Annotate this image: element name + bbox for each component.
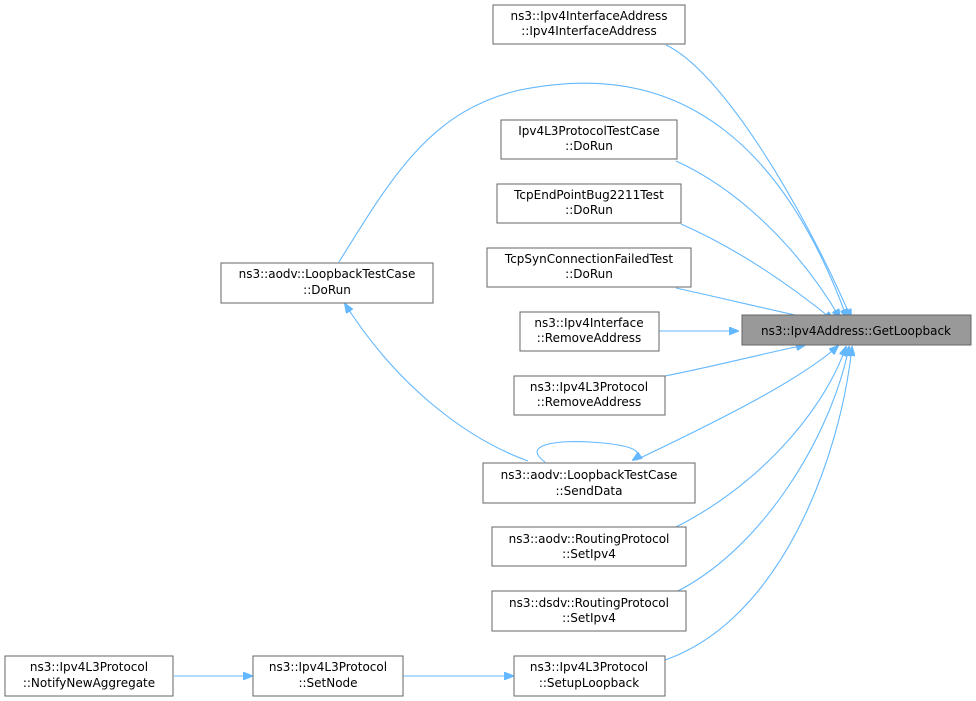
edge-setup-loopback-to-getloopback	[664, 347, 852, 661]
node-getloopback-label: ns3::Ipv4Address::GetLoopback	[761, 324, 951, 338]
node-label-line1: ns3::aodv::LoopbackTestCase	[501, 468, 678, 482]
node-ipv4l3-remove[interactable]: ns3::Ipv4L3Protocol ::RemoveAddress	[513, 375, 666, 416]
node-label-line2: ::SetupLoopback	[539, 676, 639, 690]
node-label-line2: ::RemoveAddress	[537, 331, 642, 345]
node-label-line2: ::DoRun	[565, 203, 613, 217]
edge-ipv4-interface-address-to-getloopback	[665, 44, 851, 318]
edge-aodv-send-data-to-do-run	[345, 304, 529, 462]
node-ipv4l3-set-node[interactable]: ns3::Ipv4L3Protocol ::SetNode	[252, 655, 404, 697]
node-ipv4-interface-address[interactable]: ns3::Ipv4InterfaceAddress ::Ipv4Interfac…	[492, 4, 686, 45]
node-label-line2: ::SetIpv4	[562, 611, 616, 625]
node-label-line1: ns3::dsdv::RoutingProtocol	[509, 596, 669, 610]
node-label-line1: ns3::Ipv4L3Protocol	[530, 380, 648, 394]
edge-tcp-bug-do-run-to-getloopback	[680, 223, 833, 320]
node-label-line2: ::RemoveAddress	[537, 395, 642, 409]
node-label-line1: ns3::Ipv4L3Protocol	[530, 660, 648, 674]
node-label-line1: ns3::aodv::RoutingProtocol	[509, 532, 670, 546]
node-dsdv-set-ipv4[interactable]: ns3::dsdv::RoutingProtocol ::SetIpv4	[491, 590, 687, 632]
node-label-line2: ::DoRun	[303, 283, 351, 297]
node-getloopback[interactable]: ns3::Ipv4Address::GetLoopback	[741, 314, 972, 346]
node-label-line1: TcpEndPointBug2211Test	[513, 188, 664, 202]
node-label-line1: ns3::aodv::LoopbackTestCase	[239, 267, 416, 281]
edge-aodv-send-data-self-loop	[536, 441, 638, 463]
node-aodv-send-data[interactable]: ns3::aodv::LoopbackTestCase ::SendData	[482, 462, 696, 504]
node-tcp-syn-do-run[interactable]: TcpSynConnectionFailedTest ::DoRun	[486, 247, 692, 288]
node-label-line1: ns3::Ipv4L3Protocol	[30, 660, 148, 674]
edge-aodv-set-ipv4-to-getloopback	[675, 347, 846, 528]
node-ipv4-interface-remove[interactable]: ns3::Ipv4Interface ::RemoveAddress	[519, 311, 660, 352]
node-label-line2: ::SetNode	[298, 676, 357, 690]
node-aodv-set-ipv4[interactable]: ns3::aodv::RoutingProtocol ::SetIpv4	[491, 526, 687, 567]
node-ipv4l3-test-do-run[interactable]: Ipv4L3ProtocolTestCase ::DoRun	[500, 119, 678, 160]
node-label-line1: ns3::Ipv4L3Protocol	[269, 660, 387, 674]
edge-aodv-send-data-to-getloopback	[635, 346, 838, 461]
node-label-line1: ns3::Ipv4InterfaceAddress	[511, 9, 668, 23]
node-ipv4l3-setup-loopback[interactable]: ns3::Ipv4L3Protocol ::SetupLoopback	[513, 655, 666, 697]
edge-dsdv-set-ipv4-to-getloopback	[675, 347, 849, 593]
node-label-line2: ::Ipv4InterfaceAddress	[521, 24, 657, 38]
edge-ipv4l3-remove-to-getloopback	[664, 345, 805, 377]
edges	[174, 44, 852, 676]
node-label-line2: ::DoRun	[565, 139, 613, 153]
node-label-line1: TcpSynConnectionFailedTest	[504, 252, 673, 266]
node-label-line1: ns3::Ipv4Interface	[534, 316, 643, 330]
node-label-line2: ::NotifyNewAggregate	[23, 676, 155, 690]
node-tcp-bug-do-run[interactable]: TcpEndPointBug2211Test ::DoRun	[496, 183, 682, 224]
node-label-line2: ::SetIpv4	[562, 547, 616, 561]
node-ipv4l3-notify-new-aggregate[interactable]: ns3::Ipv4L3Protocol ::NotifyNewAggregate	[4, 655, 174, 697]
node-label-line2: ::DoRun	[565, 267, 613, 281]
node-aodv-loopback-do-run[interactable]: ns3::aodv::LoopbackTestCase ::DoRun	[220, 262, 434, 304]
edge-ipv4l3-test-do-run-to-getloopback	[675, 160, 840, 318]
node-label-line2: ::SendData	[556, 484, 623, 498]
node-label-line1: Ipv4L3ProtocolTestCase	[518, 124, 660, 138]
edge-aodv-loopback-do-run-to-getloopback	[338, 82, 847, 318]
